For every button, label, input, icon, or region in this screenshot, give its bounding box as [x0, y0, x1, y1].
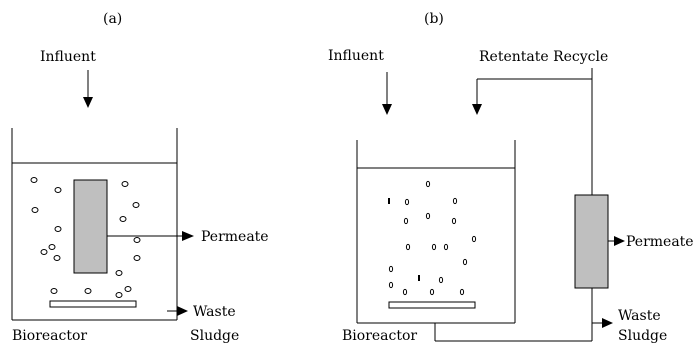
panel-a-influent-arrow	[83, 70, 93, 108]
panel-b-influent-arrow	[382, 72, 392, 115]
panel-a-permeate-arrow	[107, 231, 194, 241]
panel-a-air-diffuser	[49, 300, 137, 308]
panel-a-bioreactor-tank	[11, 128, 178, 321]
panel-b-external-membrane-module	[574, 194, 609, 289]
panel-a-influent-label: Influent	[40, 49, 96, 65]
panel-a-waste-label-line1: Waste	[193, 304, 236, 320]
panel-b-waste-label-line2: Sludge	[618, 328, 667, 344]
panel-b-influent-label: Influent	[328, 48, 384, 64]
panel-b-waste-label-line1: Waste	[618, 308, 661, 324]
panel-a-membrane-module	[73, 179, 108, 274]
panel-b-waste-arrow	[592, 318, 613, 328]
panel-b-retentate-line	[472, 68, 593, 195]
panel-a-biomass-bubbles	[30, 177, 141, 298]
panel-a-waste-arrow	[167, 306, 188, 316]
panel-b-bioreactor-label: Bioreactor	[342, 328, 417, 344]
panel-a: (a) Influent	[11, 11, 269, 344]
panel-a-waste-label-line2: Sludge	[190, 328, 239, 344]
panel-b-label: (b)	[424, 11, 444, 27]
panel-a-label: (a)	[103, 11, 122, 27]
panel-a-permeate-label: Permeate	[201, 229, 269, 245]
panel-b: (b) Influent Retentate Recycle	[328, 11, 694, 344]
panel-a-bioreactor-label: Bioreactor	[12, 328, 87, 344]
panel-b-biomass-particles	[388, 180, 477, 296]
panel-b-retentate-label: Retentate Recycle	[479, 49, 608, 65]
panel-b-recycle-feed-line	[434, 288, 593, 342]
panel-b-bioreactor-tank	[356, 140, 516, 324]
panel-b-permeate-label: Permeate	[626, 234, 694, 250]
panel-b-air-diffuser	[388, 301, 476, 309]
panel-b-permeate-arrow	[608, 236, 625, 246]
